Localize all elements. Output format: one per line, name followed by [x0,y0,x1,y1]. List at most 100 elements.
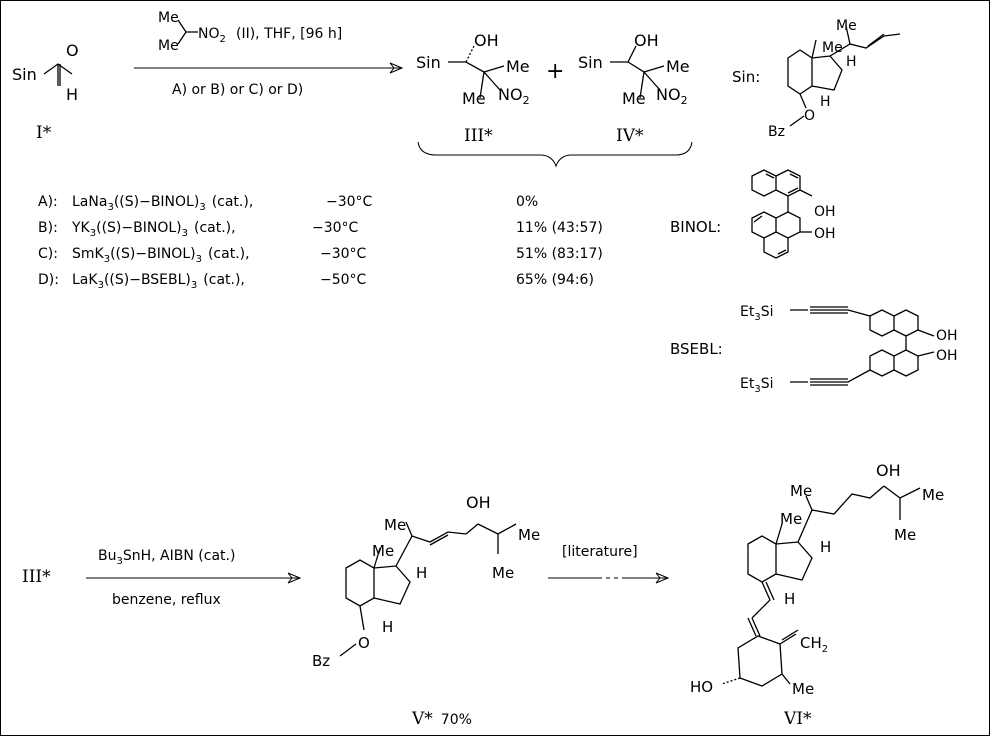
catalyst-sub2: 3 [182,228,188,239]
binol-structure: OH OH [751,169,836,259]
V-o: O [358,634,370,652]
catalyst-ligand: ((S)−BINOL) [96,220,182,236]
svg-text:Et3Si: Et3Si [740,376,774,395]
catalyst-prefix: LaNa [72,194,107,210]
reagent-snh: SnH, AIBN (cat.) [123,548,236,564]
catalyst-sub2: 3 [191,280,197,291]
condition-temp: −30°C [320,246,367,262]
VI-ch2: CH [800,634,822,652]
compound-III-structure: Sin OH Me NO2 Me [416,31,530,108]
compound-III-start-label: III* [22,567,51,587]
reagent-bu: Bu [98,548,116,564]
VI-me-ring: Me [792,680,814,698]
sin-bz: Bz [768,124,785,140]
sin-structure: Me Me H H O Bz [768,18,901,140]
compound-I-structure: Sin O H [12,41,79,104]
VI-h-bottom: H [784,590,795,608]
aldehyde-h: H [66,85,78,104]
reagent-me-top: Me [158,10,179,26]
bsebl-et-sub-top: 3 [754,312,760,323]
no2-IV: NO [656,85,681,104]
svg-text:LaNa3((S)−BINOL)3(cat.),: LaNa3((S)−BINOL)3(cat.), [72,194,253,213]
condition-result: 0% [516,194,538,210]
compound-IV-structure: Sin OH Me NO2 Me [578,31,690,108]
binol-oh-bottom: OH [814,226,836,242]
VI-h-right: H [820,538,831,556]
VI-me-top: Me [790,482,812,500]
catalyst-sub: 3 [90,228,96,239]
sin-me-top: Me [836,18,857,34]
reaction-arrow-1 [134,62,404,74]
condition-temp: −30°C [312,220,359,236]
bsebl-et-sub-bottom: 3 [754,384,760,395]
bsebl-oh-bottom: OH [936,348,958,364]
V-oh: OH [466,493,491,512]
svg-text:NO2: NO2 [498,85,530,107]
V-bz: Bz [312,652,330,670]
reagent-me-bottom: Me [158,38,179,54]
reagent-no2-sub: 2 [220,34,226,45]
binol-oh-top: OH [814,204,836,220]
catalyst-sub: 3 [98,280,104,291]
reagent-solvent: benzene, reflux [112,592,221,608]
catalyst-prefix: SmK [72,246,105,262]
sin-label: Sin [12,65,37,84]
svg-text:NO2: NO2 [198,26,226,45]
binol-label: BINOL: [670,218,721,236]
catalyst-sub2: 3 [196,254,202,265]
sin-definition-label: Sin: [732,68,760,86]
condition-row: A): LaNa3((S)−BINOL)3(cat.), −30°C 0% [38,194,538,213]
svg-text:V*70%: V*70% [411,709,472,729]
oh-III: OH [474,31,499,50]
no2-IV-sub: 2 [681,94,688,107]
catalyst-ligand: ((S)−BINOL) [110,246,196,262]
svg-text:Et3Si: Et3Si [740,304,774,323]
VI-me-angular: Me [780,510,802,528]
catalyst-sub2: 3 [199,202,205,213]
product-brace [417,141,693,168]
compound-I-label: I* [36,123,52,143]
bsebl-structure: Et3Si OH OH Et3Si [740,304,958,395]
sin-o: O [804,108,815,124]
V-me-right: Me [518,526,540,544]
literature-label: [literature] [562,544,638,560]
compound-VI-label: VI* [783,709,812,729]
catalyst-sub: 3 [107,202,113,213]
me-III-a: Me [506,57,530,76]
bsebl-oh-top: OH [936,328,958,344]
svg-text:CH2: CH2 [800,634,828,655]
compound-V-yield: 70% [441,712,472,728]
svg-text:NO2: NO2 [656,85,688,107]
catalyst-sub: 3 [104,254,110,265]
VI-oh: OH [876,461,901,480]
svg-text:YK3((S)−BINOL)3(cat.),: YK3((S)−BINOL)3(cat.), [71,220,236,239]
me-IV-a: Me [666,57,690,76]
condition-label: C): [38,246,58,262]
sin-h-right: H [846,54,857,70]
reagent-nitropropane: Me Me NO2 (II), THF, [96 h] [158,10,342,54]
condition-temp: −50°C [320,272,367,288]
compound-IV-label: IV* [616,126,644,146]
V-me-angular: Me [372,542,394,560]
conditions-table: A): LaNa3((S)−BINOL)3(cat.), −30°C 0% B)… [38,194,603,291]
catalyst-prefix: LaK [72,272,98,288]
condition-label: B): [38,220,58,236]
reagent-bu-sub: 3 [116,556,122,567]
condition-result: 11% (43:57) [516,220,603,236]
sin-label: Sin [578,53,603,72]
V-h-right: H [416,564,427,582]
compound-V-structure: Me Me H H OH Me Me O Bz [312,493,540,670]
catalyst-cat: (cat.), [203,272,245,288]
oh-IV: OH [634,31,659,50]
reagent-no2: NO [198,26,220,42]
V-h-bottom: H [382,618,393,636]
condition-row: D): LaK3((S)−BSEBL)3(cat.), −50°C 65% (9… [38,272,594,291]
condition-label: D): [38,272,59,288]
VI-me-right: Me [922,486,944,504]
no2-III-sub: 2 [523,94,530,107]
me-III-b: Me [462,89,486,108]
catalyst-ligand: ((S)−BINOL) [114,194,200,210]
bsebl-si-top: Si [761,304,774,320]
